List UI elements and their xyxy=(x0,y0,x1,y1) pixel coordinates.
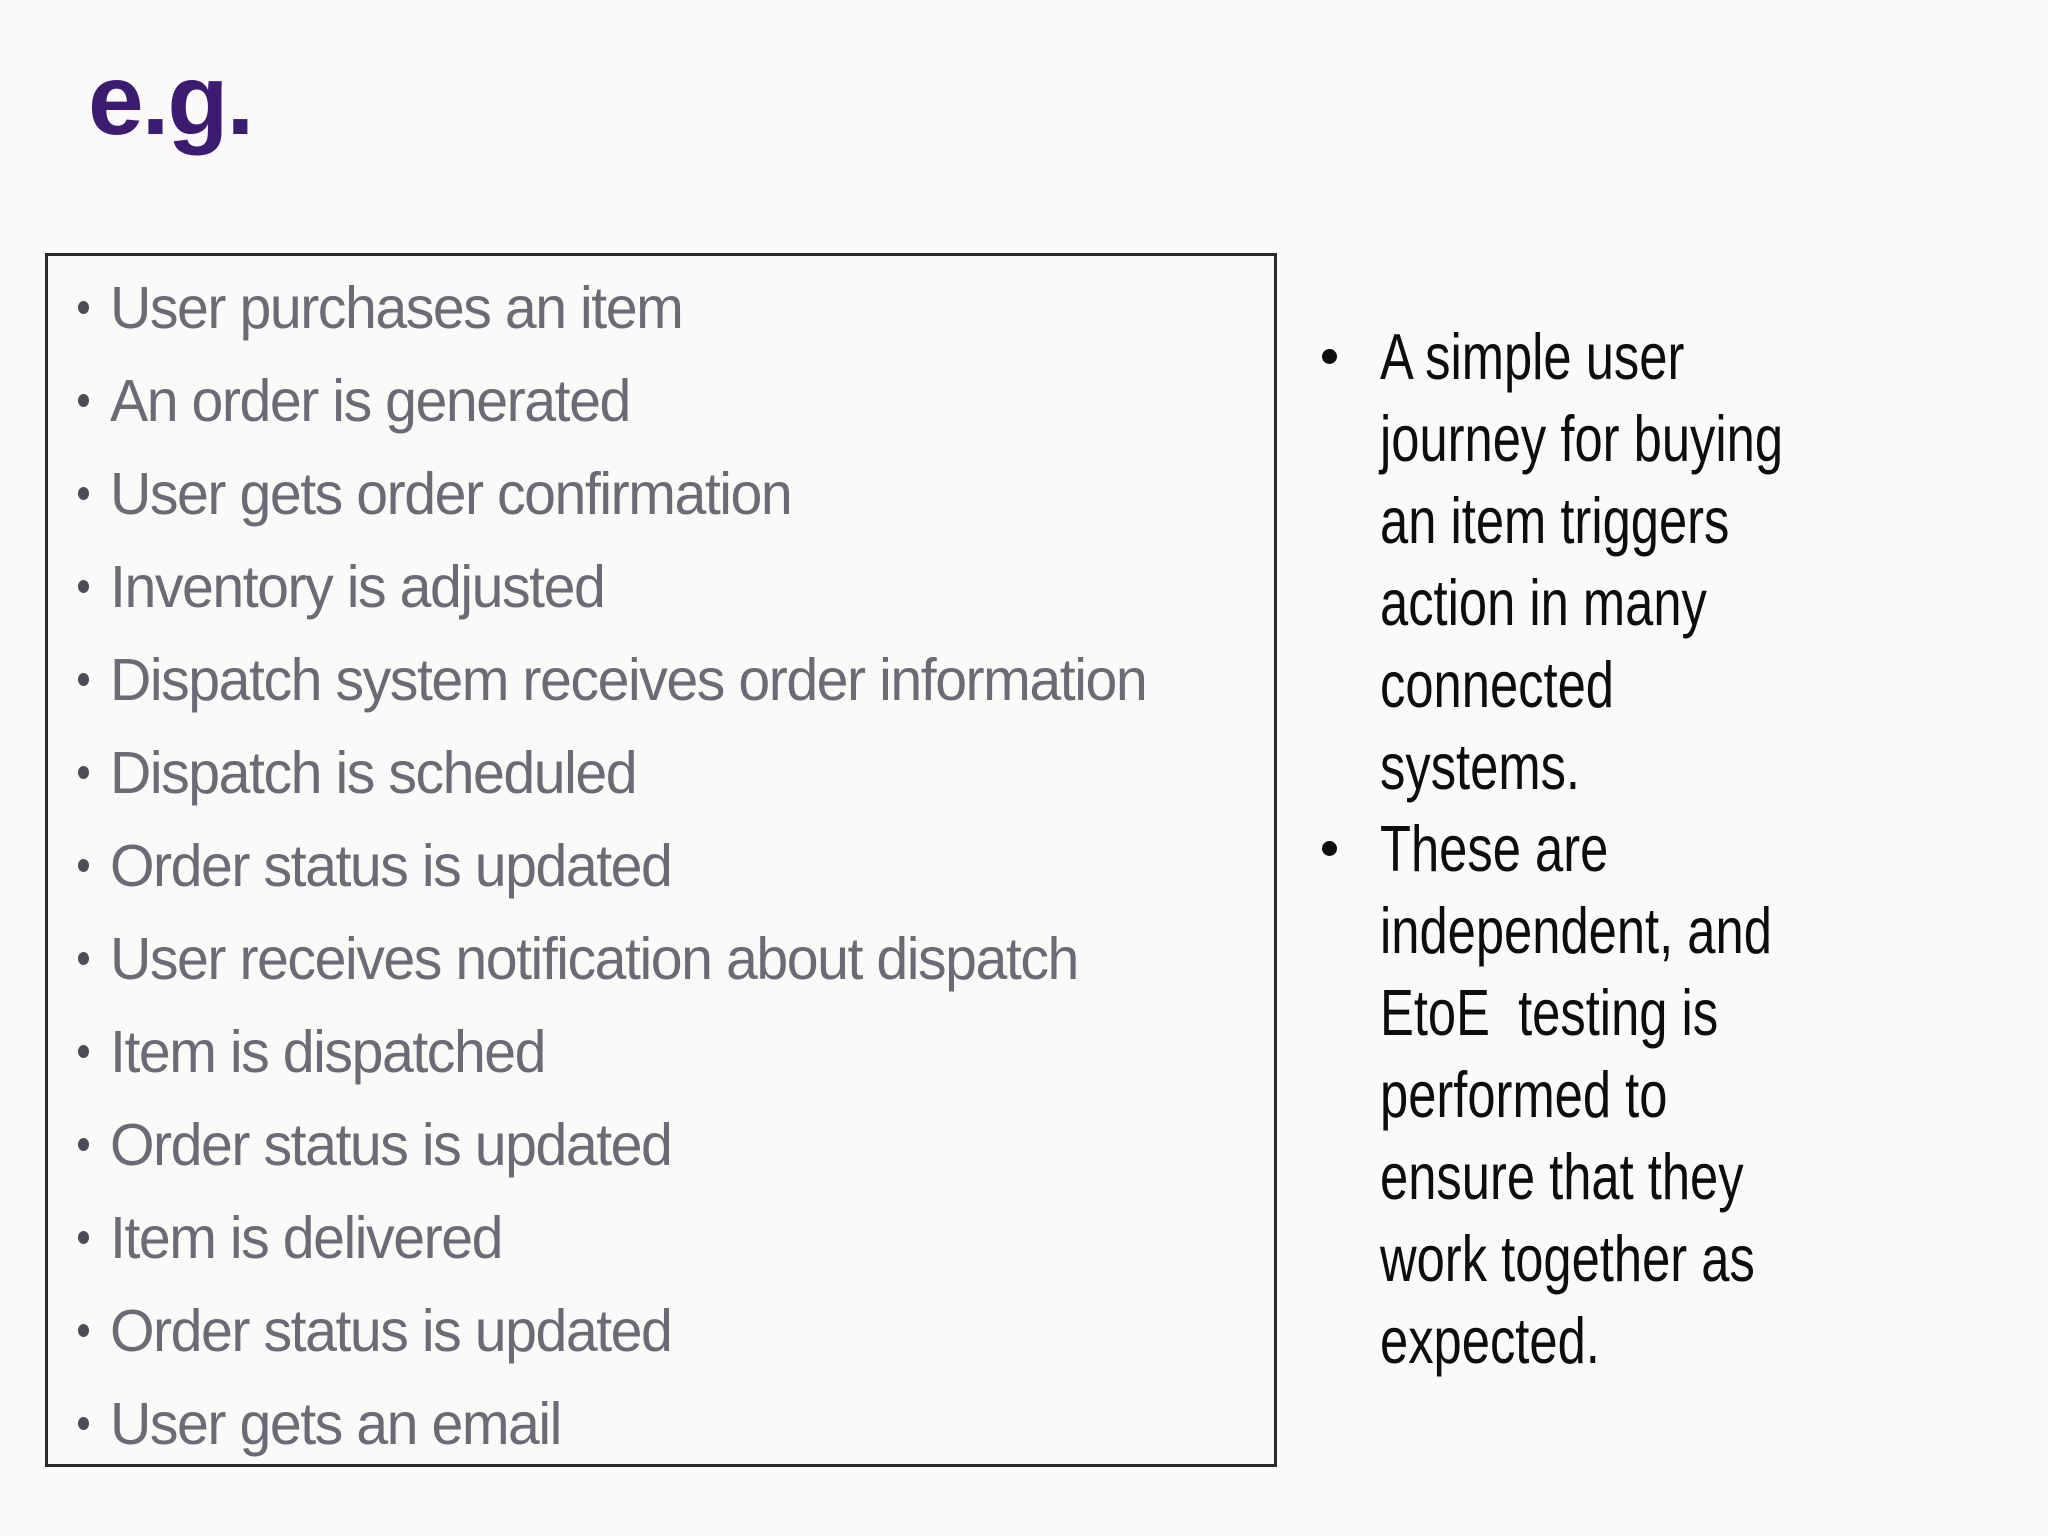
bullet-icon xyxy=(78,673,89,686)
list-item: Order status is updated xyxy=(48,1098,1274,1191)
note-line-text: an item triggers xyxy=(1380,484,1730,557)
note-line: action in many xyxy=(1380,562,1897,644)
note-line: expected. xyxy=(1380,1300,1882,1382)
list-item: User purchases an item xyxy=(48,261,1274,354)
note-line-text: action in many xyxy=(1380,566,1707,639)
bullet-icon xyxy=(1322,841,1337,856)
bullet-icon xyxy=(78,1231,89,1244)
bullet-icon xyxy=(78,487,89,500)
bullet-icon xyxy=(78,952,89,965)
note-line: work together as xyxy=(1380,1218,1882,1300)
bullet-icon xyxy=(78,301,89,314)
list-item-label: Item is dispatched xyxy=(110,1018,547,1085)
note-line-text: ensure that they xyxy=(1380,1140,1744,1213)
note-line-text: independent, and xyxy=(1380,894,1772,967)
list-item-label: User gets an email xyxy=(110,1390,562,1457)
list-item-label: Order status is updated xyxy=(110,1297,673,1364)
note-line: an item triggers xyxy=(1380,480,1897,562)
note-text: A simple user journey for buying an item t… xyxy=(1380,316,1897,808)
list-item-label: Order status is updated xyxy=(110,1111,673,1178)
bullet-icon xyxy=(78,1324,89,1337)
list-item: User gets order confirmation xyxy=(48,447,1274,540)
bullet-icon xyxy=(78,1045,89,1058)
list-item: An order is generated xyxy=(48,354,1274,447)
journey-box: User purchases an item An order is gener… xyxy=(45,253,1277,1467)
notes-list: A simple user journey for buying an item t… xyxy=(1322,316,2042,1382)
note-line-text: performed to xyxy=(1380,1058,1668,1131)
bullet-icon xyxy=(78,1417,89,1430)
list-item-label: An order is generated xyxy=(110,367,631,434)
list-item-label: Dispatch is scheduled xyxy=(110,739,638,806)
bullet-icon xyxy=(1322,349,1337,364)
list-item: Dispatch system receives order informati… xyxy=(48,633,1274,726)
bullet-icon xyxy=(78,580,89,593)
note-line-text: These are xyxy=(1380,812,1609,885)
list-item: Inventory is adjusted xyxy=(48,540,1274,633)
list-item: Order status is updated xyxy=(48,1284,1274,1377)
list-item: Dispatch is scheduled xyxy=(48,726,1274,819)
note-line: independent, and xyxy=(1380,890,1882,972)
note-line-text: work together as xyxy=(1380,1222,1755,1295)
list-item-label: Item is delivered xyxy=(110,1204,503,1271)
note-line-text: connected xyxy=(1380,648,1614,721)
bullet-icon xyxy=(78,394,89,407)
list-item-label: User gets order confirmation xyxy=(110,460,793,527)
note-line: systems. xyxy=(1380,726,1897,808)
note-line-text: journey for buying xyxy=(1380,402,1784,475)
note-line: EtoE testing is xyxy=(1380,972,1882,1054)
list-item: User gets an email xyxy=(48,1377,1274,1470)
list-item-label: User receives notification about dispatc… xyxy=(110,925,1079,992)
page-title: e.g. xyxy=(88,44,254,156)
note-line-text: systems. xyxy=(1380,730,1581,803)
note-line-text: EtoE testing is xyxy=(1380,976,1719,1049)
list-item-label: Order status is updated xyxy=(110,832,673,899)
note-line: These are xyxy=(1380,808,1882,890)
note-line: A simple user xyxy=(1380,316,1897,398)
note-line-text: expected. xyxy=(1380,1304,1600,1377)
note-line: ensure that they xyxy=(1380,1136,1882,1218)
list-item: User receives notification about dispatc… xyxy=(48,912,1274,1005)
note-line: journey for buying xyxy=(1380,398,1897,480)
list-item-label: Dispatch system receives order informati… xyxy=(110,646,1148,713)
bullet-icon xyxy=(78,859,89,872)
list-item: Item is dispatched xyxy=(48,1005,1274,1098)
bullet-icon xyxy=(78,1138,89,1151)
note-line: performed to xyxy=(1380,1054,1882,1136)
journey-list: User purchases an item An order is gener… xyxy=(48,256,1274,1470)
bullet-icon xyxy=(78,766,89,779)
note-line-text: A simple user xyxy=(1380,320,1685,393)
list-item-label: Inventory is adjusted xyxy=(110,553,606,620)
note-line: connected xyxy=(1380,644,1897,726)
list-item: Item is delivered xyxy=(48,1191,1274,1284)
note-bullet: A simple user journey for buying an item t… xyxy=(1322,316,2042,808)
list-item-label: User purchases an item xyxy=(110,274,684,341)
list-item: Order status is updated xyxy=(48,819,1274,912)
